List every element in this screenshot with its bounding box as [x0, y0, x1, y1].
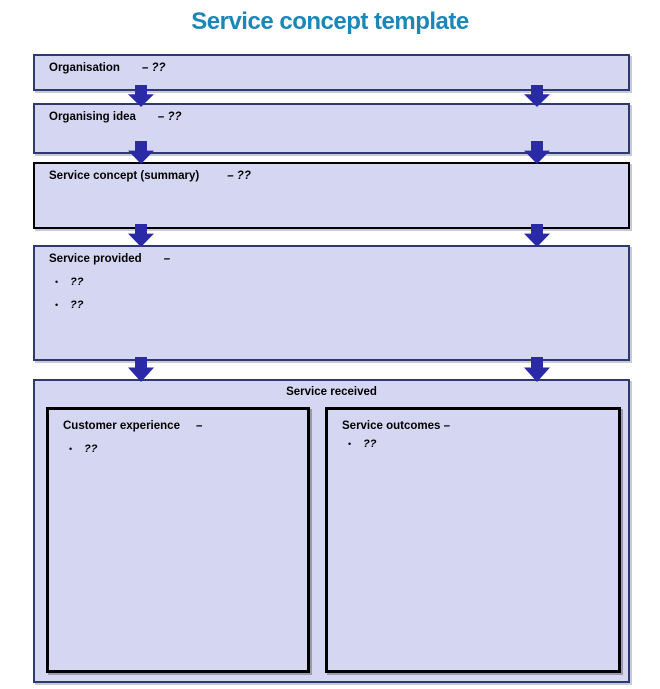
service-provided-box: Service provided – • ?? • ?? — [33, 245, 630, 361]
bullet-icon: • — [55, 300, 59, 310]
organising-idea-box: Organising idea – ?? — [33, 103, 630, 154]
organisation-value: – ?? — [141, 62, 166, 74]
page-title: Service concept template — [191, 8, 469, 35]
service-provided-header: Service provided – — [35, 247, 628, 265]
service-provided-label: Service provided — [49, 253, 142, 265]
bullet-icon: • — [348, 439, 352, 449]
customer-experience-box: Customer experience – • ?? — [46, 407, 310, 673]
service-provided-bullet-2: ?? — [70, 299, 84, 311]
service-concept-summary-box: Service concept (summary) – ?? — [33, 162, 630, 229]
list-item: • ?? — [328, 438, 618, 450]
service-outcomes-bullet-1: ?? — [363, 438, 377, 450]
organising-idea-label: Organising idea — [49, 111, 136, 123]
list-item: • ?? — [35, 276, 628, 288]
service-concept-summary-value: – ?? — [227, 170, 251, 182]
organisation-header: Organisation – ?? — [35, 56, 628, 74]
organising-idea-value: – ?? — [157, 111, 182, 123]
customer-experience-label: Customer experience — [63, 420, 180, 432]
bullet-icon: • — [55, 277, 59, 287]
service-outcomes-header: Service outcomes – — [328, 410, 618, 432]
service-outcomes-box: Service outcomes – • ?? — [325, 407, 621, 673]
organisation-label: Organisation — [49, 62, 120, 74]
list-item: • ?? — [35, 299, 628, 311]
service-received-label: Service received — [286, 386, 377, 398]
service-concept-summary-label: Service concept (summary) — [49, 170, 200, 182]
service-provided-bullet-1: ?? — [70, 276, 84, 288]
list-item: • ?? — [49, 443, 307, 455]
organisation-box: Organisation – ?? — [33, 54, 630, 91]
service-received-box: Service received Customer experience – • … — [33, 379, 630, 683]
service-outcomes-label: Service outcomes – — [342, 420, 451, 432]
customer-experience-value: – — [195, 420, 203, 432]
service-concept-summary-header: Service concept (summary) – ?? — [35, 164, 628, 182]
service-provided-value: – — [163, 253, 171, 265]
customer-experience-bullet-1: ?? — [84, 443, 98, 455]
customer-experience-header: Customer experience – — [49, 410, 307, 432]
bullet-icon: • — [69, 444, 73, 454]
organising-idea-header: Organising idea – ?? — [35, 105, 628, 123]
